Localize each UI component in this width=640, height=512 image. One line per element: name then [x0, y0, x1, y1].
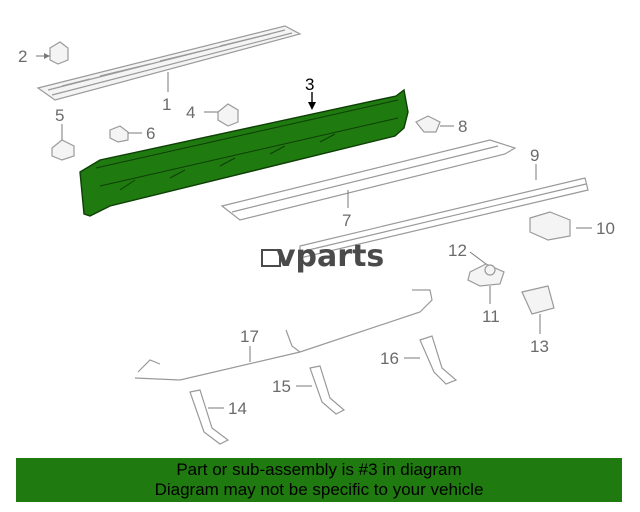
- watermark-text: vparts: [276, 239, 384, 274]
- part-17-wire-harness[interactable]: [134, 289, 433, 381]
- callout-14[interactable]: 14: [228, 399, 247, 418]
- callout-4[interactable]: 4: [186, 103, 195, 122]
- part-3-rocker-panel[interactable]: [79, 88, 409, 217]
- callout-7[interactable]: 7: [342, 211, 351, 230]
- callout-2[interactable]: 2: [18, 47, 27, 66]
- part-11-12-sensor[interactable]: [467, 263, 505, 287]
- part-15-bracket[interactable]: [309, 365, 346, 415]
- callout-11[interactable]: 11: [482, 307, 500, 326]
- part-4-fastener[interactable]: [217, 103, 239, 127]
- part-16-bracket[interactable]: [419, 335, 458, 385]
- callout-6[interactable]: 6: [146, 124, 155, 143]
- vparts-logo: vparts: [261, 239, 384, 274]
- callout-9[interactable]: 9: [530, 146, 539, 165]
- part-10-bracket[interactable]: [529, 211, 571, 241]
- part-7-bracket-rail[interactable]: [220, 139, 517, 221]
- banner-line-1: Part or sub-assembly is #3 in diagram: [176, 460, 462, 479]
- part-6-nut[interactable]: [109, 125, 129, 143]
- callout-5[interactable]: 5: [55, 106, 64, 125]
- callout-15[interactable]: 15: [272, 377, 291, 396]
- callout-10[interactable]: 10: [596, 219, 615, 238]
- part-2-clip[interactable]: [49, 41, 69, 65]
- banner-line-2: Diagram may not be specific to your vehi…: [154, 480, 484, 499]
- callout-13[interactable]: 13: [530, 337, 549, 356]
- parts-diagram: 1 2 3 4 5 6 7 8: [18, 25, 615, 445]
- callout-8[interactable]: 8: [458, 117, 467, 136]
- part-13-cover[interactable]: [521, 285, 555, 315]
- callout-16[interactable]: 16: [380, 349, 399, 368]
- callout-3[interactable]: 3: [305, 75, 314, 94]
- notice-banner: Part or sub-assembly is #3 in diagram Di…: [16, 458, 622, 502]
- part-1-scuff-plate[interactable]: [36, 25, 302, 101]
- part-5-clip[interactable]: [51, 139, 75, 161]
- callout-17[interactable]: 17: [240, 327, 259, 346]
- callout-12[interactable]: 12: [448, 241, 467, 260]
- part-8-bracket[interactable]: [415, 115, 441, 133]
- part-14-bracket[interactable]: [189, 389, 230, 445]
- part-9-rail[interactable]: [299, 177, 589, 259]
- callout-1[interactable]: 1: [162, 95, 171, 114]
